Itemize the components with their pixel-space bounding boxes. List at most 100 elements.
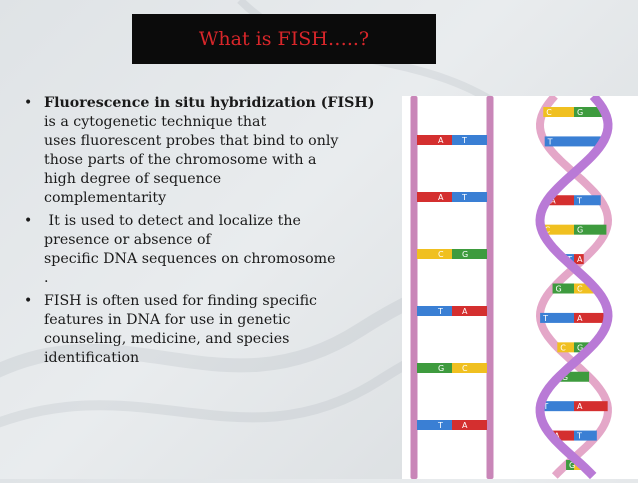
bullet-3-line-4: identification	[44, 350, 140, 366]
helix-base-right	[574, 312, 608, 323]
helix-base-left-label: C	[545, 226, 551, 235]
helix-base-right-label: A	[577, 314, 583, 323]
helix-base-left	[558, 371, 574, 382]
bullet-3-line-1: FISH is often used for finding specific	[44, 293, 318, 309]
base-right	[452, 363, 487, 373]
bullet-2-line-4: .	[44, 270, 49, 286]
base-left	[417, 420, 452, 430]
title-bar: What is FISH…..?	[132, 14, 436, 64]
helix-base-left-label: G	[569, 461, 575, 470]
base-right-label: C	[462, 364, 468, 373]
base-left	[417, 306, 452, 316]
base-left-label: A	[438, 136, 444, 145]
bullet-2: • It is used to detect and localize the …	[22, 212, 400, 288]
helix-base-right-label: A	[577, 255, 583, 264]
helix-base-left	[557, 342, 574, 353]
base-left-label: T	[437, 421, 443, 430]
helix-base-right	[574, 224, 607, 235]
helix-base-left-label: A	[550, 196, 556, 205]
bullet-1-line-2: uses fluorescent probes that bind to onl…	[44, 133, 339, 149]
base-right-label: A	[462, 307, 468, 316]
bullet-1-lead: Fluorescence in situ hybridization (FISH…	[44, 95, 375, 111]
helix-base-right	[574, 342, 591, 353]
helix-base-left	[540, 401, 574, 412]
bullet-1-line-4: high degree of sequence	[44, 171, 222, 187]
helix-base-left	[547, 195, 574, 206]
base-right-label: T	[461, 136, 467, 145]
base-left-label: C	[438, 250, 444, 259]
helix-base-pair: G	[558, 371, 590, 382]
base-left	[417, 135, 452, 145]
helix-base-right	[574, 136, 604, 147]
bullet-1-line-1: is a cytogenetic technique that	[44, 114, 267, 130]
bullet-3-line-2: features in DNA for use in genetic	[44, 312, 291, 328]
bullet-marker: •	[24, 293, 33, 309]
helix-base-left-label: T	[547, 137, 553, 146]
base-left	[417, 363, 452, 373]
helix-base-left-label: G	[556, 285, 562, 294]
base-right	[452, 306, 487, 316]
bullet-1-line-5: complementarity	[44, 190, 167, 206]
base-left	[417, 192, 452, 202]
helix-base-left	[552, 283, 574, 294]
helix-base-left	[543, 107, 574, 117]
base-right	[452, 420, 487, 430]
slide-title: What is FISH…..?	[198, 28, 370, 50]
helix-base-right	[574, 254, 584, 265]
helix-base-pair: T	[544, 136, 604, 147]
helix-base-right-label: G	[577, 108, 583, 117]
helix-base-right	[574, 430, 597, 441]
ladder-backbone-left	[410, 96, 418, 479]
helix-base-right-label: G	[577, 343, 583, 352]
helix-base-left-label: T	[542, 402, 548, 411]
helix-base-left-label: C	[560, 343, 566, 352]
helix-base-left	[541, 224, 574, 235]
helix-base-left-label: C	[546, 108, 552, 117]
helix-base-right-label: T	[576, 196, 582, 205]
base-right-label: G	[462, 250, 468, 259]
base-right-label: T	[461, 193, 467, 202]
helix-base-left	[544, 136, 574, 147]
helix-base-left-label: G	[562, 373, 568, 382]
bullet-3-line-3: counseling, medicine, and species	[44, 331, 290, 347]
bullet-3: • FISH is often used for finding specifi…	[22, 292, 400, 368]
bullet-2-line-1: It is used to detect and localize the	[44, 213, 301, 229]
helix-base-right	[574, 107, 605, 117]
base-left-label: G	[438, 364, 444, 373]
bullet-2-line-2: presence or absence of	[44, 232, 211, 248]
bullet-2-line-3: specific DNA sequences on chromosome	[44, 251, 336, 267]
helix-base-right-label: C	[577, 285, 583, 294]
helix-base-right-label: T	[576, 432, 582, 441]
helix-base-right	[574, 195, 601, 206]
base-right	[452, 135, 487, 145]
bullet-marker: •	[24, 213, 33, 229]
helix-base-right	[574, 401, 608, 412]
base-left-label: T	[437, 307, 443, 316]
bullet-1-line-3: those parts of the chromosome with a	[44, 152, 317, 168]
helix-base-right-label: G	[577, 226, 583, 235]
ladder-backbone-right	[486, 96, 494, 479]
helix-base-right-label: A	[577, 402, 583, 411]
bullet-1: • Fluorescence in situ hybridization (FI…	[22, 94, 400, 208]
bullet-list: • Fluorescence in situ hybridization (FI…	[22, 94, 400, 372]
helix-backbone-front	[535, 93, 613, 480]
base-left-label: A	[438, 193, 444, 202]
helix-base-left	[540, 312, 574, 323]
helix-base-right	[574, 283, 596, 294]
bullet-marker: •	[24, 95, 33, 111]
